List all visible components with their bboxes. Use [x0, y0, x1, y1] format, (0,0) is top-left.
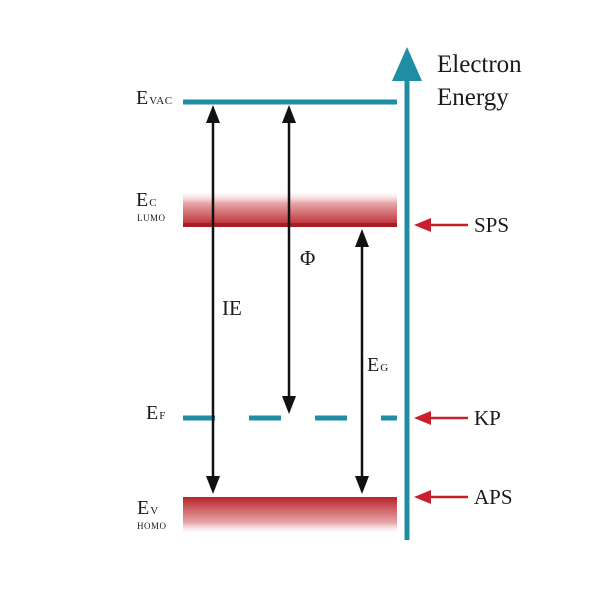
level-note-homo: HOMO [137, 521, 167, 531]
aps-label: APS [474, 485, 513, 509]
level-label-vac: EVAC [136, 87, 173, 109]
level-label-v: EV [137, 497, 159, 519]
level-label-f: EF [146, 402, 166, 424]
valence-band [183, 497, 397, 534]
kp-label: KP [474, 406, 501, 430]
band-gap-arrow [355, 229, 369, 494]
work-function-arrow [282, 105, 296, 414]
aps-pointer-arrow [414, 490, 468, 504]
ionization-energy-arrow [206, 105, 220, 494]
band-gap-label: EG [367, 354, 389, 376]
level-label-c: EC [136, 189, 157, 211]
sps-pointer-arrow [414, 218, 468, 232]
axis-title-line1: Electron [437, 51, 522, 78]
energy-axis-arrowhead [392, 47, 422, 81]
level-note-lumo: LUMO [137, 213, 166, 223]
sps-label: SPS [474, 213, 509, 237]
kp-pointer-arrow [414, 411, 468, 425]
work-function-label: Φ [300, 246, 315, 270]
axis-title-line2: Energy [437, 84, 509, 111]
ionization-energy-label: IE [222, 296, 242, 320]
